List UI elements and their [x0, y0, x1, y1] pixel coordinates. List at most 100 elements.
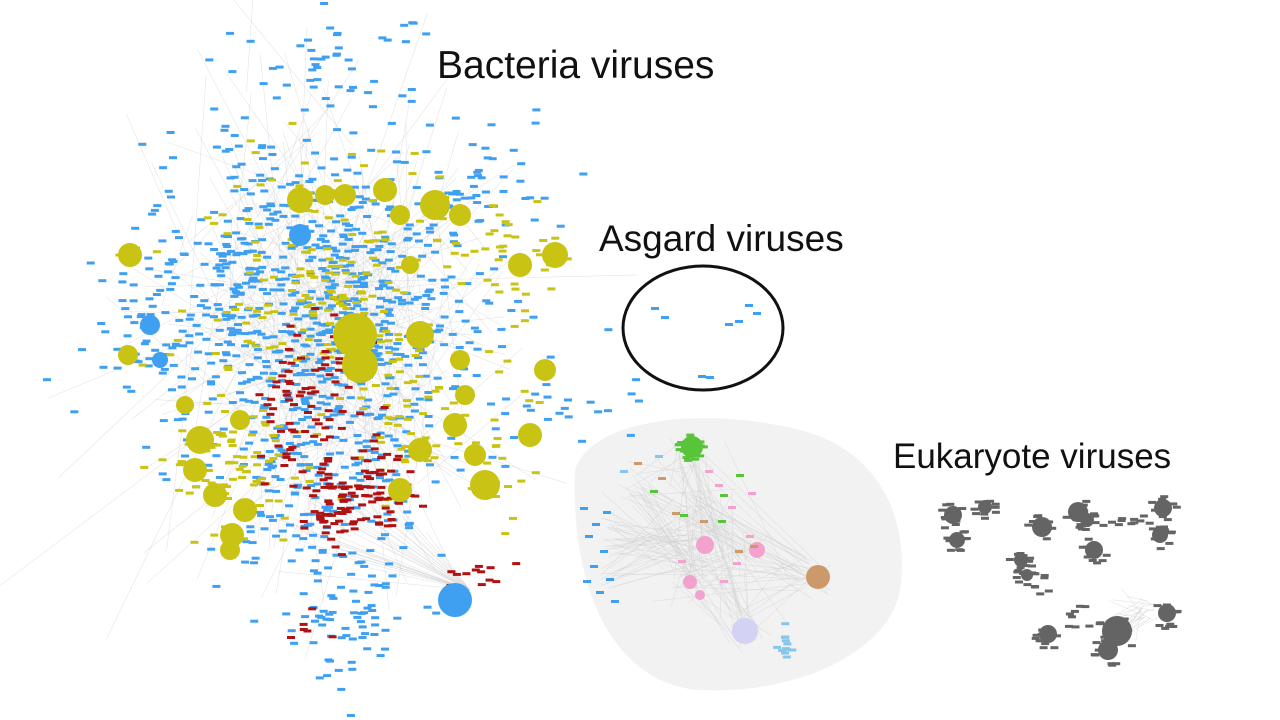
- bacteria-node: [362, 413, 371, 417]
- bacteria-node: [396, 370, 404, 374]
- bacteria-node: [321, 275, 330, 279]
- bacteria-node: [594, 410, 603, 414]
- bacteria-node: [321, 55, 330, 59]
- archaea-edge: [612, 546, 696, 581]
- eukaryote-node: [1040, 531, 1049, 535]
- archaea-node: [658, 477, 666, 480]
- bacteria-node: [509, 516, 517, 520]
- bacteria-node: [288, 445, 297, 449]
- bacteria-node: [393, 160, 401, 164]
- bacteria-node: [273, 426, 282, 430]
- bacteria-node: [185, 491, 194, 495]
- bacteria-node: [221, 149, 230, 153]
- bacteria-node: [359, 281, 368, 285]
- bacteria-node: [266, 420, 275, 424]
- bacteria-node: [158, 371, 167, 375]
- eukaryote-node: [1032, 633, 1041, 637]
- bacteria-node: [278, 374, 287, 378]
- eukaryote-node: [1166, 622, 1175, 626]
- bacteria-node: [371, 616, 380, 620]
- bacteria-node: [228, 477, 237, 481]
- bacteria-node: [268, 66, 277, 70]
- archaea-edge: [608, 534, 709, 558]
- bacteria-node: [220, 128, 229, 132]
- bacteria-node: [321, 97, 330, 100]
- bacteria-node: [228, 260, 237, 264]
- bacteria-node: [351, 274, 360, 278]
- bacteria-node: [252, 279, 261, 283]
- bacteria-node: [627, 392, 636, 396]
- bacteria-node: [255, 306, 264, 310]
- bacteria-node: [349, 85, 357, 89]
- bacteria-node: [245, 306, 254, 310]
- bacteria-node: [363, 459, 372, 463]
- bacteria-node: [352, 301, 361, 304]
- bacteria-node: [316, 237, 325, 241]
- bacteria-node: [358, 231, 367, 235]
- bacteria-node: [340, 465, 349, 469]
- bacteria-node: [415, 397, 424, 401]
- eukaryote-node: [1139, 514, 1148, 518]
- bacteria-node: [317, 57, 326, 61]
- bacteria-node: [257, 513, 266, 517]
- bacteria-node: [258, 179, 267, 182]
- bacteria-node: [238, 381, 247, 385]
- bacteria-node: [314, 442, 322, 446]
- bacteria-node: [309, 316, 318, 320]
- eukaryote-node: [1163, 518, 1172, 522]
- bacteria-node: [243, 339, 252, 343]
- bacteria-node: [357, 290, 366, 294]
- bacteria-node: [276, 514, 285, 518]
- archaea-edge: [743, 533, 749, 613]
- bacteria-node: [336, 506, 345, 510]
- bacteria-node: [432, 444, 441, 448]
- archaea-edge: [656, 458, 694, 505]
- bacteria-node: [493, 437, 502, 440]
- bacteria-cluster-blob: [203, 483, 227, 507]
- archaea-node: [606, 578, 614, 581]
- bacteria-node: [277, 311, 286, 315]
- bacteria-node: [235, 467, 244, 471]
- bacteria-node: [360, 311, 369, 315]
- bacteria-node: [473, 347, 482, 351]
- bacteria-node: [226, 327, 235, 331]
- bacteria-node: [265, 379, 274, 383]
- bacteria-node: [391, 387, 400, 391]
- bacteria-node: [369, 256, 378, 260]
- bacteria-node: [364, 239, 372, 243]
- bacteria-node: [253, 451, 262, 455]
- bacteria-node: [380, 327, 388, 330]
- bacteria-node: [344, 299, 353, 303]
- bacteria-node: [450, 233, 459, 237]
- bacteria-node: [377, 340, 386, 344]
- eukaryote-node: [991, 502, 1000, 506]
- eukaryote-node: [1050, 646, 1059, 650]
- bacteria-node: [204, 410, 213, 414]
- bacteria-node: [326, 322, 335, 326]
- eukaryote-node: [1155, 624, 1164, 627]
- bacteria-node: [364, 590, 373, 594]
- bacteria-node: [401, 460, 410, 464]
- bacteria-node: [387, 469, 395, 473]
- archaea-cluster-blob: [683, 575, 697, 589]
- bacteria-node: [468, 143, 477, 147]
- bacteria-node: [323, 674, 332, 678]
- bacteria-node: [307, 290, 316, 294]
- bacteria-node: [332, 249, 341, 253]
- bacteria-node: [334, 407, 343, 411]
- archaea-node: [686, 433, 695, 437]
- bacteria-node: [410, 409, 419, 413]
- bacteria-node: [308, 68, 317, 72]
- bacteria-node: [308, 607, 317, 611]
- bacteria-node: [521, 309, 529, 313]
- bacteria-node: [386, 267, 395, 271]
- eukaryote-node: [1016, 552, 1025, 555]
- bacteria-node: [338, 304, 347, 308]
- bacteria-node: [363, 647, 372, 651]
- eukaryote-node: [1120, 617, 1129, 621]
- bacteria-node: [313, 406, 322, 410]
- bacteria-node: [284, 347, 293, 351]
- bacteria-node: [327, 279, 335, 283]
- bacteria-node: [142, 339, 151, 343]
- eukaryote-node: [1039, 646, 1048, 650]
